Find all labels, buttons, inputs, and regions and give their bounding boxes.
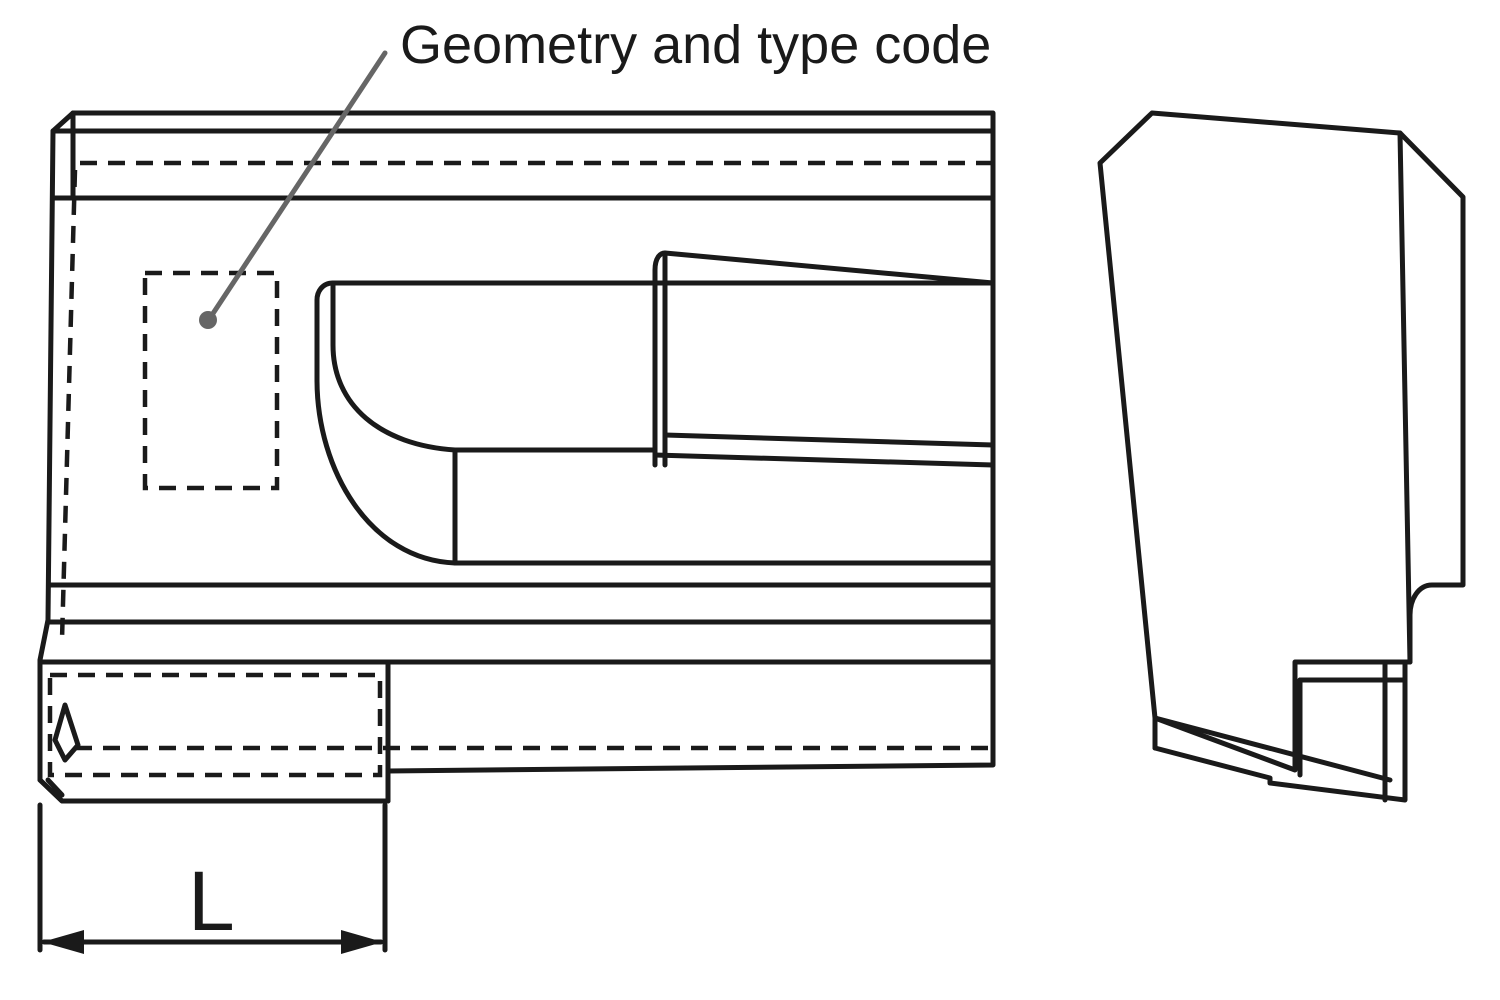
groove-inner-contour [330,280,658,453]
callout: Geometry and type code [199,15,991,329]
dimension-label: L [188,854,235,948]
hidden-left-edge [59,169,78,641]
side-view-face-edge [1397,130,1413,665]
marking-area [142,270,280,491]
callout-label: Geometry and type code [400,15,991,75]
hidden-cutting-edge-outline [47,672,383,778]
side-view-outline [1097,110,1466,773]
dimension-l: L [37,802,388,954]
front-view [37,110,996,804]
cutting-edge-lip [37,777,65,804]
groove-taper-line-2 [652,452,996,468]
callout-leader-dot [199,311,217,329]
groove-taper-line-1 [662,432,996,448]
side-view-rake-line [1152,715,1393,783]
groove-outer-contour [314,280,996,566]
side-view [1097,110,1466,803]
side-view-bottom-outline [1152,659,1408,803]
front-view-outline [37,110,996,804]
cutting-tip-detail [52,702,81,763]
dimension-arrow-right [341,930,383,954]
callout-leader-line [207,50,388,321]
dimension-arrow-left [42,930,84,954]
